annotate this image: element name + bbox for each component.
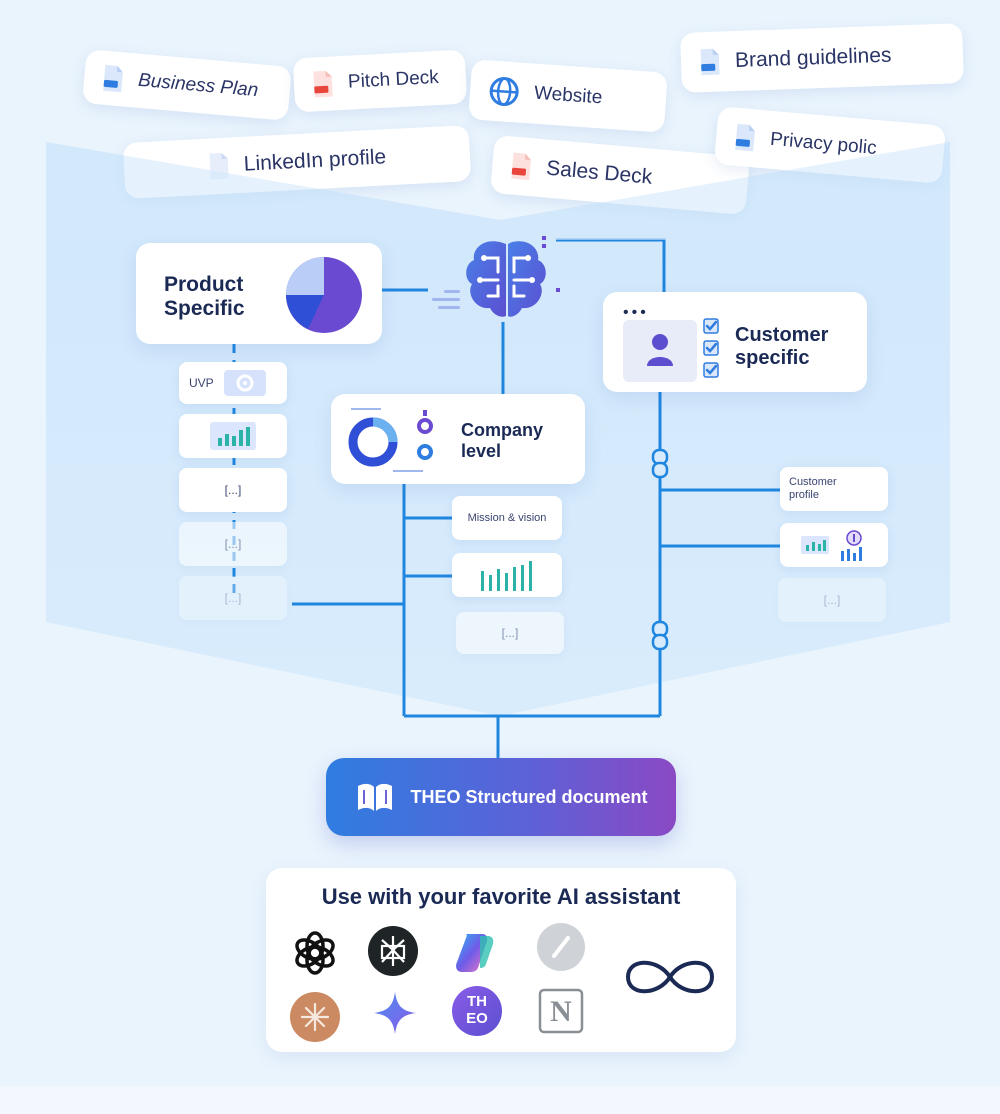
product-placeholder-card: [...] (179, 576, 287, 620)
company-level-card: Company level (331, 394, 585, 484)
source-sales-deck: Sales Deck (489, 134, 751, 216)
donut-chart-icon (348, 408, 433, 472)
theo-button-label: THEO Structured document (410, 786, 648, 807)
source-website: Website (468, 59, 668, 133)
bar-chart-icon (481, 561, 532, 591)
globe-icon (487, 74, 521, 108)
doc-file-icon (733, 123, 757, 153)
notion-letter: N (550, 995, 572, 1028)
slash-app-logo-icon[interactable] (536, 922, 586, 972)
window-dots: ••• (623, 304, 649, 321)
company-placeholder-card: [...] (456, 612, 564, 654)
infinity-icon (625, 960, 715, 994)
bottom-strip (0, 1086, 1000, 1114)
copilot-logo-icon[interactable] (450, 926, 500, 976)
theo-structured-document-button[interactable]: THEO Structured document (326, 758, 676, 836)
openai-logo-icon[interactable] (290, 928, 340, 978)
claude-logo-icon[interactable] (290, 992, 340, 1042)
source-brand-guidelines: Brand guidelines (680, 23, 964, 93)
customer-chart-card (780, 523, 888, 567)
theo-logo-text: TH EO (466, 993, 488, 1027)
customer-specific-card: ••• Customer specific (603, 292, 867, 392)
customer-placeholder-card: [...] (778, 578, 886, 622)
pdf-file-icon (509, 151, 533, 181)
badge-chart-icon (841, 530, 862, 561)
theo-logo-icon[interactable]: TH EO (452, 986, 502, 1036)
gear-icon (223, 370, 266, 396)
bar-chart-icon (801, 536, 829, 554)
uvp-label: UVP (189, 376, 214, 390)
product-chart-card (179, 414, 287, 458)
customer-specific-title: Customer specific (735, 324, 829, 369)
mission-vision-card: Mission & vision (452, 496, 562, 540)
doc-file-icon (101, 64, 125, 94)
notion-logo-icon[interactable]: N (536, 986, 586, 1036)
user-avatar-icon (623, 320, 697, 382)
uvp-card: UVP (179, 362, 287, 404)
source-business-plan: Business Plan (82, 49, 292, 121)
chain-link-icon (651, 448, 669, 651)
doc-file-icon (699, 48, 722, 77)
gemini-logo-icon[interactable] (370, 988, 420, 1038)
product-placeholder-card: [...] (179, 468, 287, 512)
pie-chart-icon (286, 257, 362, 333)
pdf-file-icon (311, 69, 334, 98)
perplexity-logo-icon[interactable] (368, 926, 418, 976)
company-level-title: Company level (461, 420, 544, 461)
open-book-icon (358, 783, 393, 811)
product-specific-title: Product Specific (164, 273, 245, 321)
checklist-icon (703, 318, 719, 378)
ai-assistants-panel: Use with your favorite AI assistant (266, 868, 736, 1052)
company-chart-card (452, 553, 562, 597)
product-specific-card: Product Specific (136, 243, 382, 344)
funnel-lip (46, 142, 950, 240)
ai-brain-icon (432, 236, 560, 317)
source-privacy-policy: Privacy polic (713, 106, 947, 184)
product-placeholder-card: [...] (179, 522, 287, 566)
source-pitch-deck: Pitch Deck (292, 49, 468, 113)
customer-profile-card: Customer profile (780, 467, 888, 511)
ai-panel-title: Use with your favorite AI assistant (321, 884, 681, 909)
bar-chart-icon (210, 422, 256, 450)
